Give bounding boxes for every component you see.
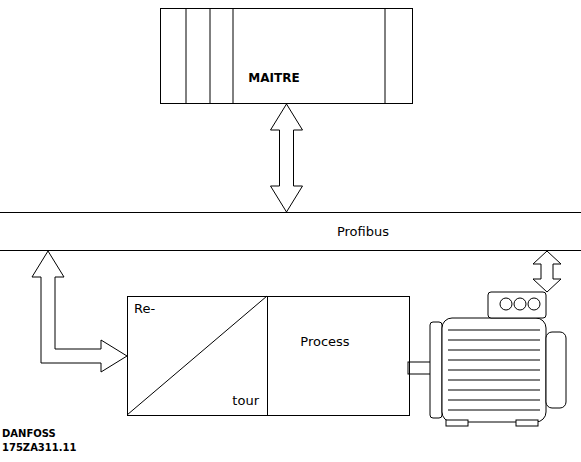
node-text: Process	[300, 335, 349, 349]
motor-bus-arrow	[533, 251, 561, 292]
hollow-double-arrow	[32, 251, 127, 372]
master-box: MAITRE	[160, 8, 413, 104]
process-box: Process	[267, 296, 410, 416]
drawing-ref: DANFOSS	[2, 428, 56, 439]
drawing-ref: 175ZA311.11	[2, 442, 76, 453]
node-text: tour	[232, 394, 259, 408]
controller-box: Re-tour	[127, 296, 268, 416]
hollow-double-arrow	[271, 104, 303, 212]
bus-band: Profibus	[0, 212, 581, 251]
motor	[408, 292, 566, 426]
divider-diagonal	[127, 296, 267, 415]
rack-slots	[186, 8, 385, 104]
node-text: Profibus	[337, 225, 389, 239]
node-text: MAITRE	[248, 72, 299, 85]
node-text: Re-	[134, 302, 155, 316]
